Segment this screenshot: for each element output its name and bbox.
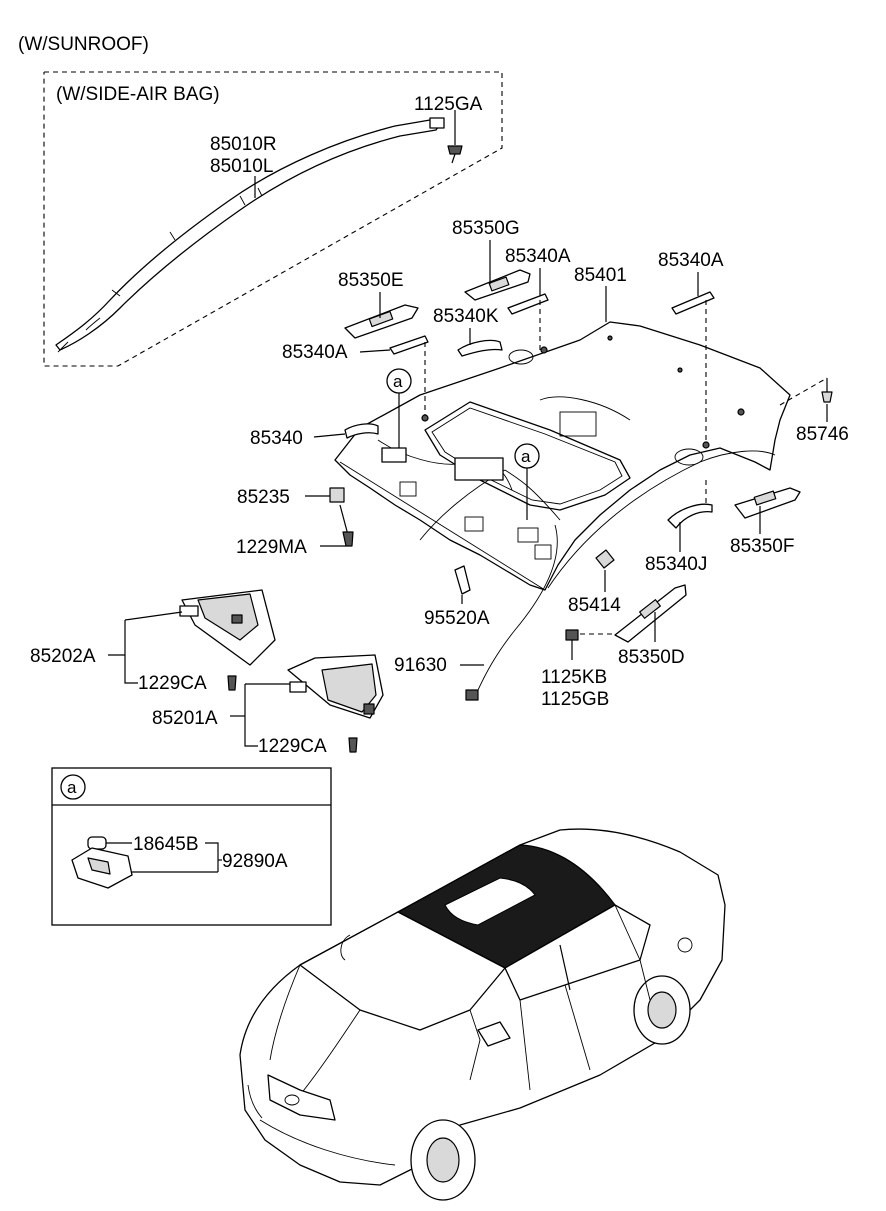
label-85202A: 85202A <box>30 646 96 667</box>
sub-variant-heading: (W/SIDE-AIR BAG) <box>56 84 220 105</box>
variant-heading: (W/SUNROOF) <box>18 34 149 55</box>
svg-text:a: a <box>67 778 77 797</box>
label-85201A: 85201A <box>152 708 218 729</box>
label-85340A-mid: 85340A <box>505 246 571 267</box>
label-85746: 85746 <box>796 424 849 445</box>
clip-85746 <box>779 377 833 406</box>
label-85350F: 85350F <box>730 536 794 557</box>
car-illustration <box>239 828 726 1201</box>
label-85350E: 85350E <box>338 270 404 291</box>
label-95520A: 95520A <box>424 608 490 629</box>
retainer-85340A-right <box>671 291 715 315</box>
grip-85340 <box>344 423 379 439</box>
label-85235: 85235 <box>237 487 290 508</box>
label-85340: 85340 <box>250 428 303 449</box>
wiring-91630 <box>465 524 558 701</box>
sunvisor-85201A <box>287 654 384 719</box>
label-85401: 85401 <box>574 265 627 286</box>
screw-1125GA <box>447 110 463 164</box>
callout-a-left: a <box>386 368 412 448</box>
sunvisor-85202A <box>179 589 276 666</box>
grip-85340J <box>667 480 713 529</box>
side-airbag-curtain <box>55 117 445 353</box>
callout-a-right: a <box>514 443 540 520</box>
bracket-85350F <box>734 487 801 519</box>
label-85350D: 85350D <box>618 647 685 668</box>
label-1229CA-lower: 1229CA <box>258 736 327 757</box>
side-airbag-dashed-outline <box>43 71 503 367</box>
label-85340A-left: 85340A <box>282 342 348 363</box>
sensor-95520A <box>454 565 471 595</box>
hanger-85235 <box>305 487 345 503</box>
screw-1229MA <box>320 504 354 547</box>
label-85340K: 85340K <box>433 306 499 327</box>
screw-1125KB <box>565 629 615 660</box>
label-85340J: 85340J <box>645 554 707 575</box>
label-92890A: 92890A <box>222 851 288 872</box>
label-91630: 91630 <box>394 655 447 676</box>
label-85340A-right: 85340A <box>658 250 724 271</box>
pad-85414 <box>595 549 615 569</box>
label-85414: 85414 <box>568 595 621 616</box>
label-1229MA: 1229MA <box>236 537 307 558</box>
bracket-85350D <box>614 584 687 643</box>
retainer-85340A-left <box>389 335 429 355</box>
svg-text:a: a <box>393 372 403 391</box>
screw-1229CA-upper <box>227 675 237 691</box>
label-85350G: 85350G <box>452 218 520 239</box>
label-18645B: 18645B <box>133 834 199 855</box>
svg-text:a: a <box>521 447 531 466</box>
retainer-85340A-mid <box>507 293 549 315</box>
headliner <box>334 321 791 591</box>
label-1125KB: 1125KB <box>541 667 607 688</box>
sunroof-glass <box>444 877 536 926</box>
detail-box-a: a <box>51 767 332 926</box>
label-85010R: 85010R <box>210 134 277 155</box>
bracket-85350E <box>344 304 419 339</box>
bracket-85350G <box>464 269 531 301</box>
label-1125GA: 1125GA <box>414 94 483 115</box>
label-1229CA-upper: 1229CA <box>138 673 207 694</box>
screw-1229CA-lower <box>348 737 358 753</box>
label-85010L: 85010L <box>210 156 273 177</box>
label-1125GB: 1125GB <box>541 689 609 710</box>
grip-85340K <box>457 339 503 357</box>
